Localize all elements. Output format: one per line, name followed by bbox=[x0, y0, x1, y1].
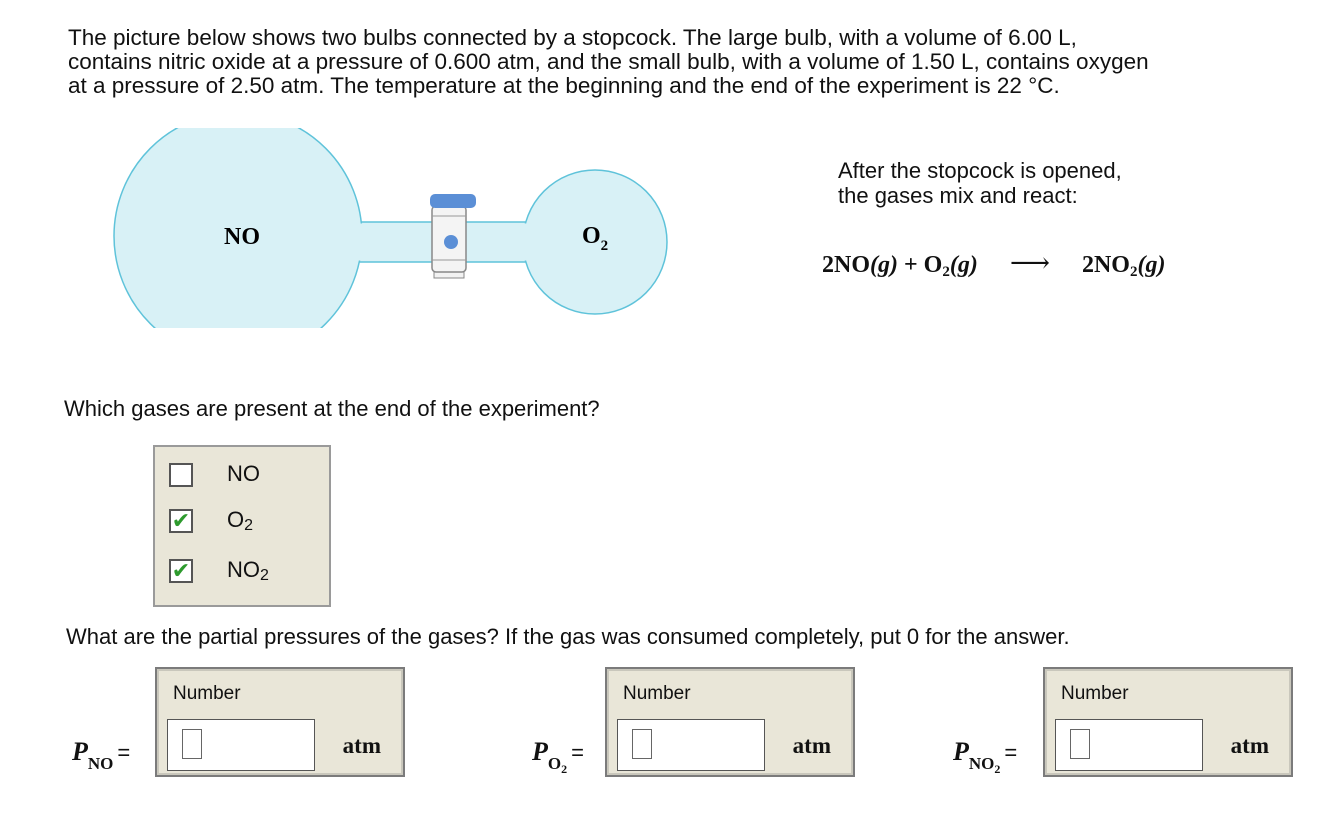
pressure-no2-input[interactable] bbox=[1055, 719, 1203, 771]
input-cursor-box[interactable] bbox=[632, 729, 652, 759]
small-bulb-label: O2 bbox=[582, 223, 608, 254]
reaction-equation: 2NO(g) + O2(g) ⟶ 2NO2(g) bbox=[822, 248, 1166, 280]
intro-line-1: The picture below shows two bulbs connec… bbox=[68, 25, 1077, 50]
stopcock-cap bbox=[430, 194, 476, 208]
pressure-label-no2: PNO2= bbox=[953, 737, 1018, 776]
stopcock-valve bbox=[444, 235, 458, 249]
pressure-no-input[interactable] bbox=[167, 719, 315, 771]
input-cursor-box[interactable] bbox=[182, 729, 202, 759]
intro-line-3: at a pressure of 2.50 atm. The temperatu… bbox=[68, 73, 1060, 98]
option-no2[interactable]: ✔ NO2 bbox=[169, 555, 269, 587]
number-label: Number bbox=[173, 683, 241, 704]
checkbox-no2[interactable]: ✔ bbox=[169, 559, 193, 583]
checkbox-o2[interactable]: ✔ bbox=[169, 509, 193, 533]
problem-intro: The picture below shows two bulbs connec… bbox=[68, 26, 1298, 98]
option-label-no2: NO2 bbox=[227, 557, 269, 584]
number-label: Number bbox=[1061, 683, 1129, 704]
unit-label: atm bbox=[792, 733, 831, 758]
reaction-caption: After the stopcock is opened, the gases … bbox=[838, 158, 1122, 208]
answer-box-no2: Number atm bbox=[1043, 667, 1293, 777]
pressure-o2-input[interactable] bbox=[617, 719, 765, 771]
input-cursor-box[interactable] bbox=[1070, 729, 1090, 759]
option-o2[interactable]: ✔ O2 bbox=[169, 505, 253, 537]
pressure-label-no: PNO= bbox=[72, 737, 131, 773]
intro-line-2: contains nitric oxide at a pressure of 0… bbox=[68, 49, 1149, 74]
pressure-label-o2: PO2= bbox=[532, 737, 584, 776]
reaction-caption-line-2: the gases mix and react: bbox=[838, 183, 1078, 208]
reaction-arrow: ⟶ bbox=[1009, 248, 1050, 279]
bulbs-diagram: NO O2 bbox=[113, 128, 668, 328]
stopcock bbox=[430, 194, 476, 279]
number-label: Number bbox=[623, 683, 691, 704]
option-label-o2: O2 bbox=[227, 507, 254, 534]
unit-label: atm bbox=[342, 733, 381, 758]
question-partial-pressures: What are the partial pressures of the ga… bbox=[66, 624, 1070, 649]
reaction-caption-line-1: After the stopcock is opened, bbox=[838, 158, 1122, 183]
gas-checkbox-panel: NO ✔ O2 ✔ NO2 bbox=[153, 445, 331, 607]
answer-box-o2: Number atm bbox=[605, 667, 855, 777]
checkbox-no[interactable] bbox=[169, 463, 193, 487]
unit-label: atm bbox=[1230, 733, 1269, 758]
answer-box-no: Number atm bbox=[155, 667, 405, 777]
option-label-no: NO bbox=[227, 461, 260, 486]
large-bulb-label: NO bbox=[224, 224, 260, 250]
option-no[interactable]: NO bbox=[169, 459, 260, 491]
question-gases-present: Which gases are present at the end of th… bbox=[64, 396, 600, 421]
